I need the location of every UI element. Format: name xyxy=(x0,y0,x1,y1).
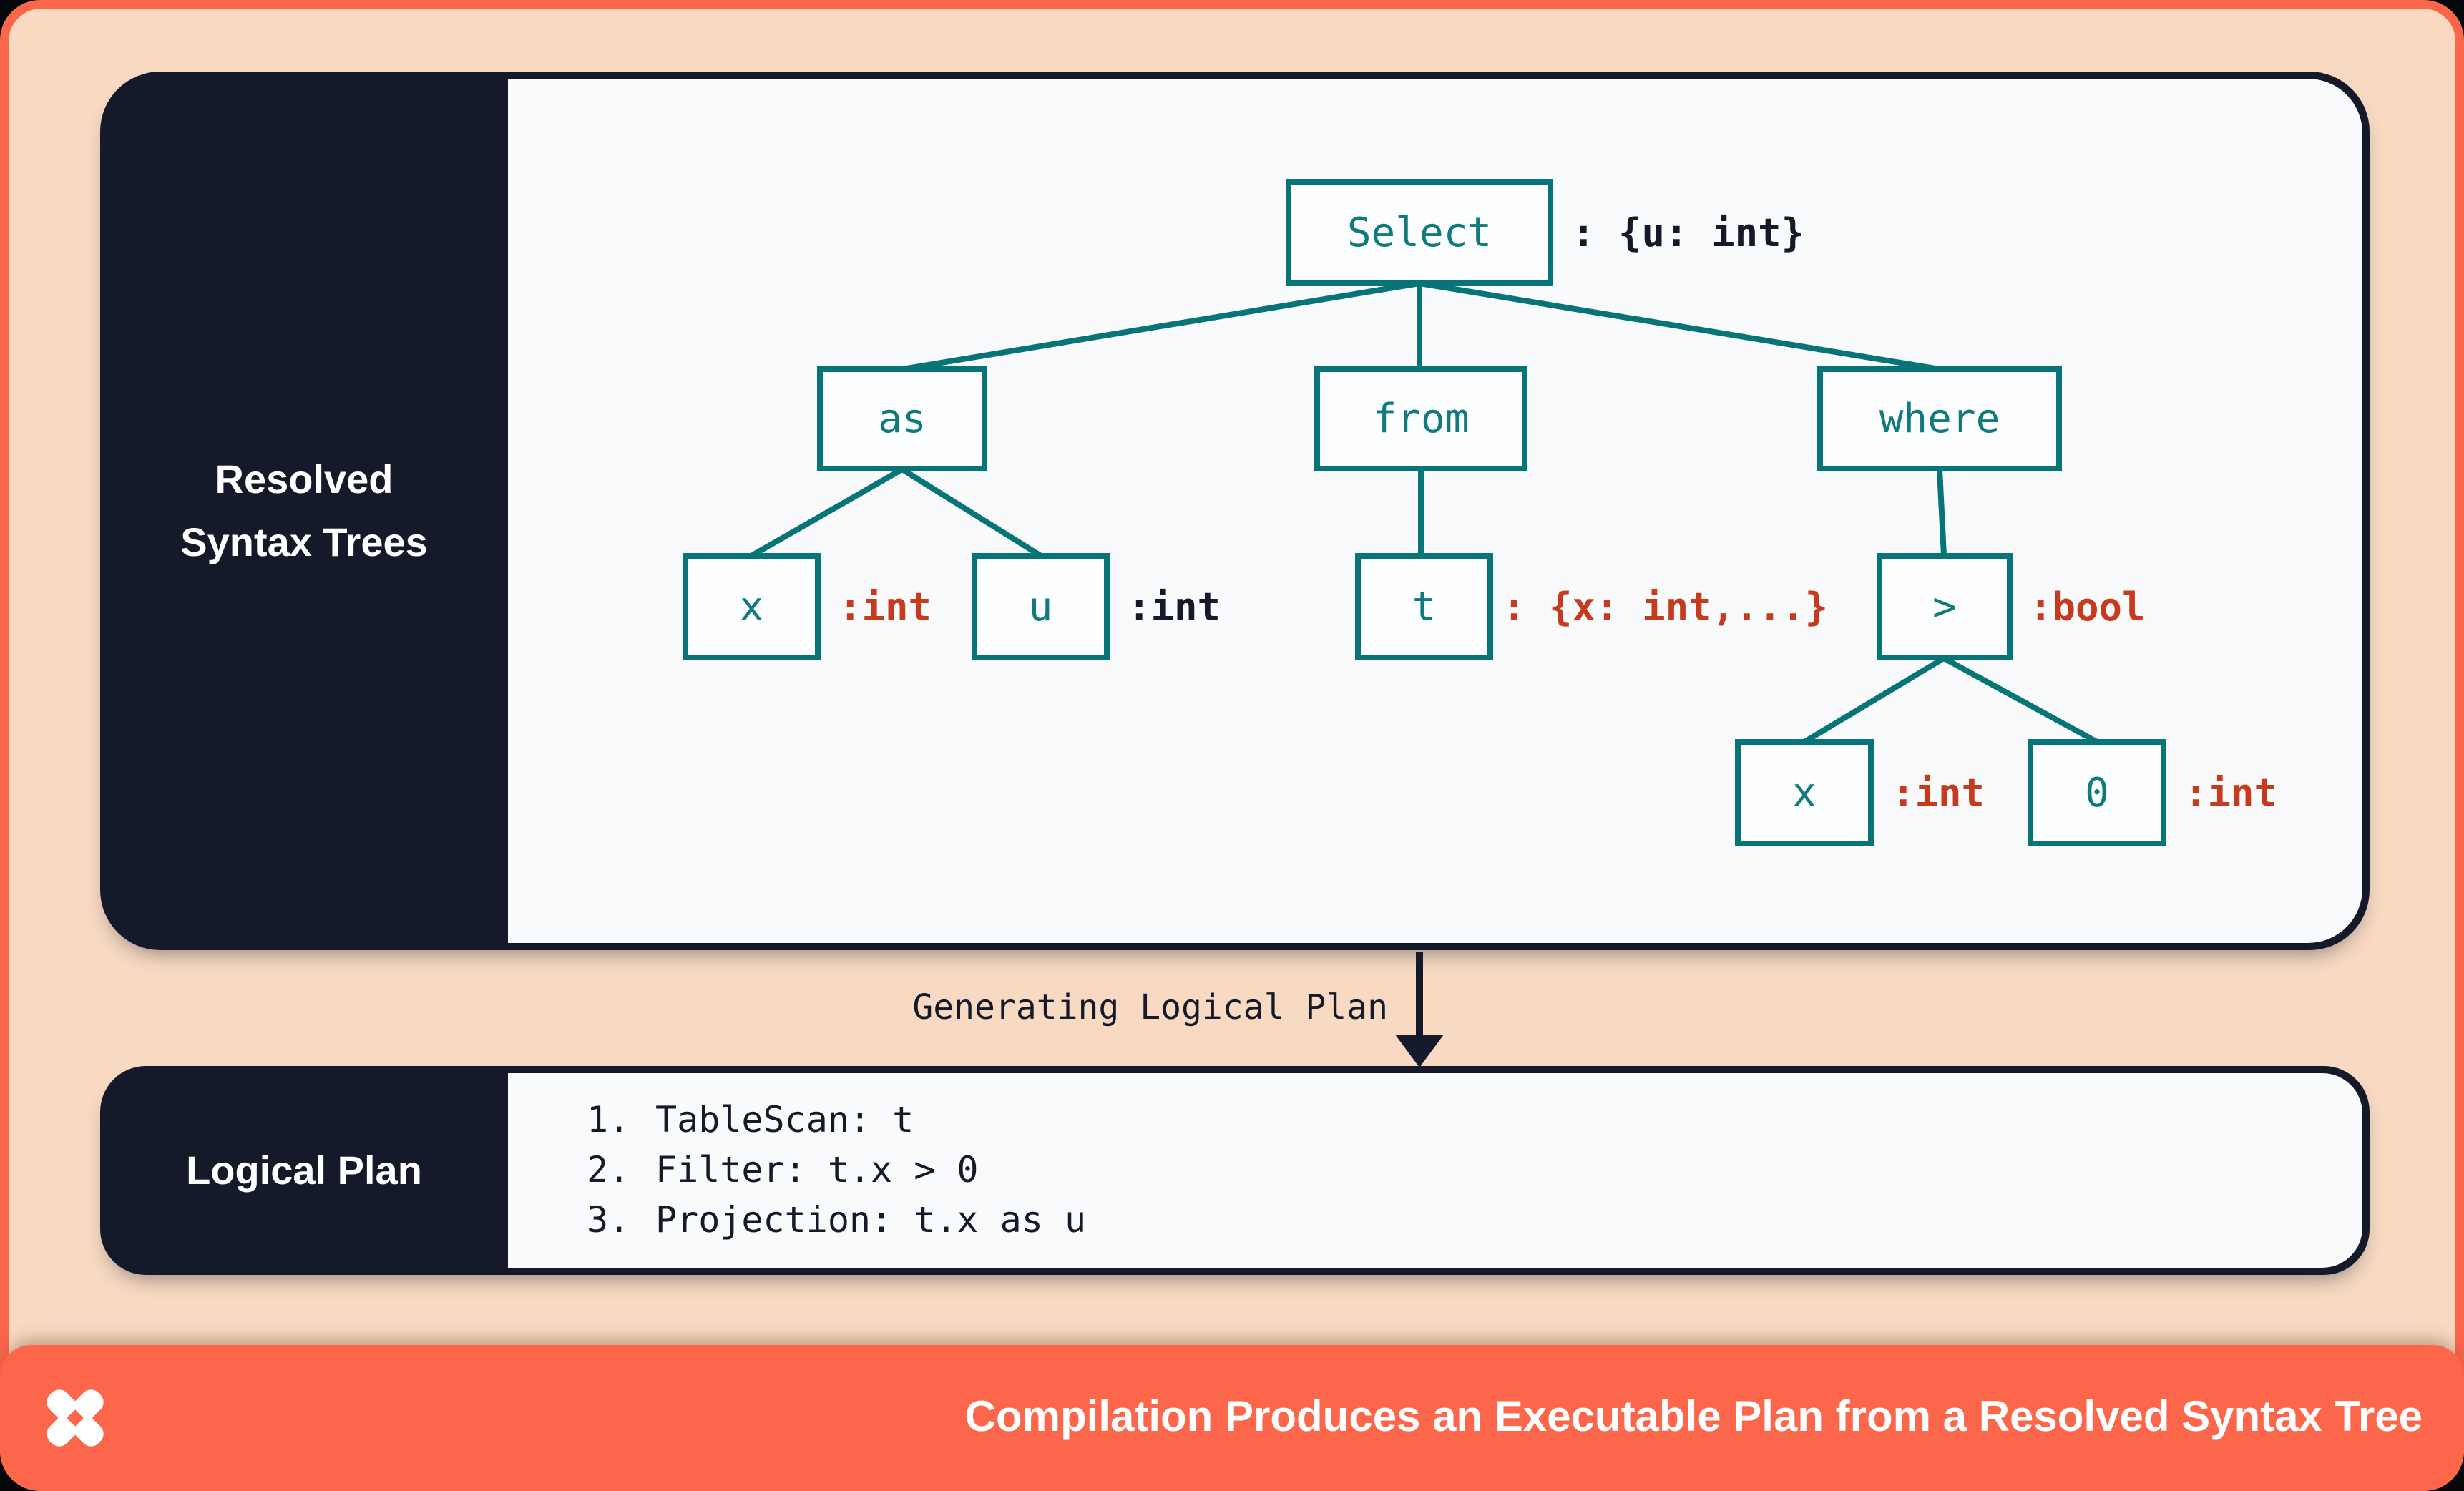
type-annotation-greater-than: :bool xyxy=(2029,584,2146,630)
step-text: TableScan: t xyxy=(655,1099,914,1140)
node-x: x xyxy=(683,553,821,660)
node-x: x xyxy=(1735,739,1874,846)
type-annotation-x: :int xyxy=(1892,770,1985,816)
resolved-label-line2: Syntax Trees xyxy=(180,519,428,564)
node-from: from xyxy=(1314,366,1527,471)
node-select: Select xyxy=(1286,179,1553,286)
logical-plan-step: 3. Projection: t.x as u xyxy=(587,1195,1086,1245)
step-number: 2. xyxy=(587,1149,630,1191)
dioxus-logo-icon xyxy=(47,1389,104,1447)
resolved-syntax-trees-label: Resolved Syntax Trees xyxy=(100,72,508,950)
flow-arrow-caption: Generating Logical Plan xyxy=(912,987,1388,1027)
step-number: 1. xyxy=(587,1099,630,1140)
logical-plan-panel: Logical Plan 1. TableScan: t 2. Filter: … xyxy=(100,1066,2370,1275)
type-annotation-zero: :int xyxy=(2184,770,2278,816)
node-zero: 0 xyxy=(2028,739,2166,846)
node-as: as xyxy=(817,366,987,471)
type-annotation-u: :int xyxy=(1128,584,1221,630)
footer-bar: Compilation Produces an Executable Plan … xyxy=(0,1345,2464,1491)
step-number: 3. xyxy=(587,1199,630,1241)
node-greater-than: > xyxy=(1877,553,2013,660)
logical-plan-step: 1. TableScan: t xyxy=(587,1095,1086,1145)
node-u: u xyxy=(972,553,1110,660)
logical-plan-label: Logical Plan xyxy=(186,1148,422,1193)
logical-plan-canvas xyxy=(508,1073,2362,1268)
step-text: Projection: t.x as u xyxy=(655,1199,1087,1241)
resolved-label-line1: Resolved xyxy=(215,456,393,502)
logical-plan-step: 2. Filter: t.x > 0 xyxy=(587,1145,1086,1195)
step-text: Filter: t.x > 0 xyxy=(655,1149,979,1191)
type-annotation-x: :int xyxy=(839,584,932,630)
footer-title: Compilation Produces an Executable Plan … xyxy=(964,1392,2423,1440)
type-annotation-t: : {x: int,...} xyxy=(1502,584,1829,630)
type-annotation-select: : {u: int} xyxy=(1572,210,1805,255)
logical-plan-steps: 1. TableScan: t 2. Filter: t.x > 0 3. Pr… xyxy=(587,1095,1086,1245)
node-t: t xyxy=(1355,553,1493,660)
node-where: where xyxy=(1817,366,2062,471)
